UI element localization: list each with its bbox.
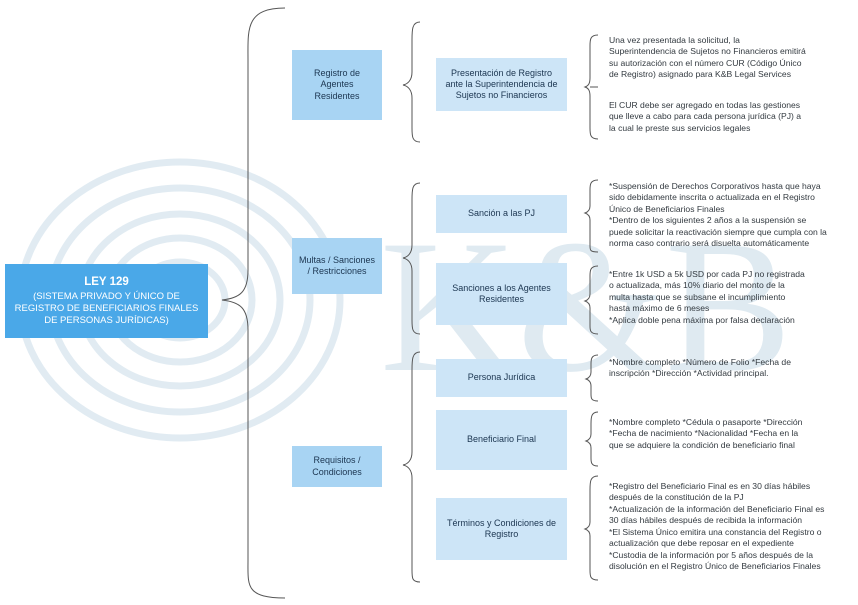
note-beneficiario-final: *Nombre completo *Cédula o pasaporte *Di… — [609, 417, 803, 450]
branch-multas: Multas / Sanciones / Restricciones — [292, 238, 382, 294]
root-subtitle: (SISTEMA PRIVADO Y ÚNICO DE REGISTRO DE … — [14, 291, 199, 327]
root-node: LEY 129 (SISTEMA PRIVADO Y ÚNICO DE REGI… — [5, 264, 208, 338]
note-presentacion-2: El CUR debe ser agregado en todas las ge… — [609, 100, 802, 133]
branch-requisitos: Requisitos / Condiciones — [292, 446, 382, 487]
root-title: LEY 129 — [84, 276, 129, 288]
note-presentacion-1: Una vez presentada la solicitud, la Supe… — [609, 35, 806, 80]
sub-terminos: Términos y Condiciones de Registro — [436, 498, 567, 560]
sub-sancion-pj: Sanción a las PJ — [436, 195, 567, 233]
note-sanciones-agentes: *Entre 1k USD a 5k USD por cada PJ no re… — [609, 269, 805, 325]
sub-beneficiario-final: Beneficiario Final — [436, 410, 567, 470]
sub-presentacion: Presentación de Registro ante la Superin… — [436, 58, 567, 111]
note-persona-juridica: *Nombre completo *Número de Folio *Fecha… — [609, 357, 791, 379]
note-sancion-pj: *Suspensión de Derechos Corporativos has… — [609, 181, 827, 249]
branch-registro: Registro de Agentes Residentes — [292, 50, 382, 120]
note-terminos: *Registro del Beneficiario Final es en 3… — [609, 481, 825, 571]
sub-persona-juridica: Persona Jurídica — [436, 359, 567, 397]
sub-sanciones-agentes: Sanciones a los Agentes Residentes — [436, 263, 567, 325]
